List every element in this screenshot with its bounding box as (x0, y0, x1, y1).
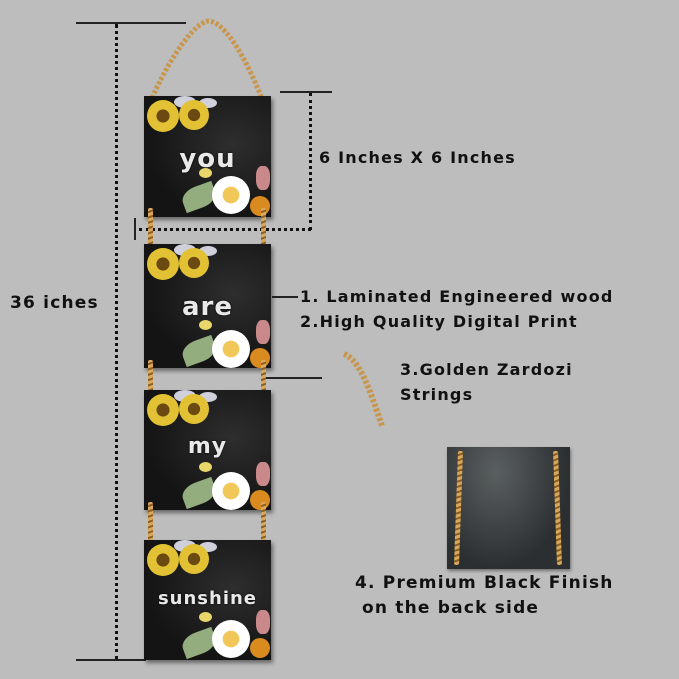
connector-rope-icon (261, 502, 266, 542)
back-side-panel (447, 447, 570, 569)
feature-2-label: 2.High Quality Digital Print (300, 312, 578, 331)
back-rope-icon (454, 450, 463, 566)
connector-rope-icon (148, 502, 153, 542)
panel-word: sunshine (157, 588, 258, 609)
panel-word: my (187, 434, 228, 459)
panel-left-tick (134, 218, 136, 240)
panel-size-label: 6 Inches X 6 Inches (319, 148, 516, 167)
top-dimension-line (76, 22, 186, 24)
feature-1-pointer (272, 296, 298, 298)
sample-rope-icon (342, 351, 385, 427)
bottom-dimension-line (76, 659, 146, 661)
back-rope-icon (553, 450, 562, 566)
panel-word: are (181, 292, 233, 322)
feature-3-label: 3.Golden Zardozi (400, 360, 573, 379)
connector-rope-icon (148, 360, 153, 398)
panel-bottom-dots (139, 228, 311, 231)
height-label: 36 iches (10, 293, 99, 313)
connector-rope-icon (261, 208, 266, 248)
height-dimension-dots (115, 24, 118, 660)
panel-sunshine: sunshine (144, 540, 271, 660)
panel-are: are (144, 244, 271, 368)
panel-size-dots (309, 93, 312, 230)
hanging-rope-icon (145, 18, 268, 108)
panel-top-line (280, 91, 332, 93)
feature-1-label: 1. Laminated Engineered wood (300, 287, 614, 306)
connector-rope-icon (148, 208, 153, 248)
feature-4-label-line2: on the back side (362, 598, 540, 618)
panel-you: you (144, 96, 271, 217)
feature-4-label: 4. Premium Black Finish (355, 573, 614, 593)
panel-my: my (144, 390, 271, 510)
feature-3-pointer (266, 377, 322, 379)
feature-3-label-line2: Strings (400, 385, 474, 404)
connector-rope-icon (261, 360, 266, 398)
